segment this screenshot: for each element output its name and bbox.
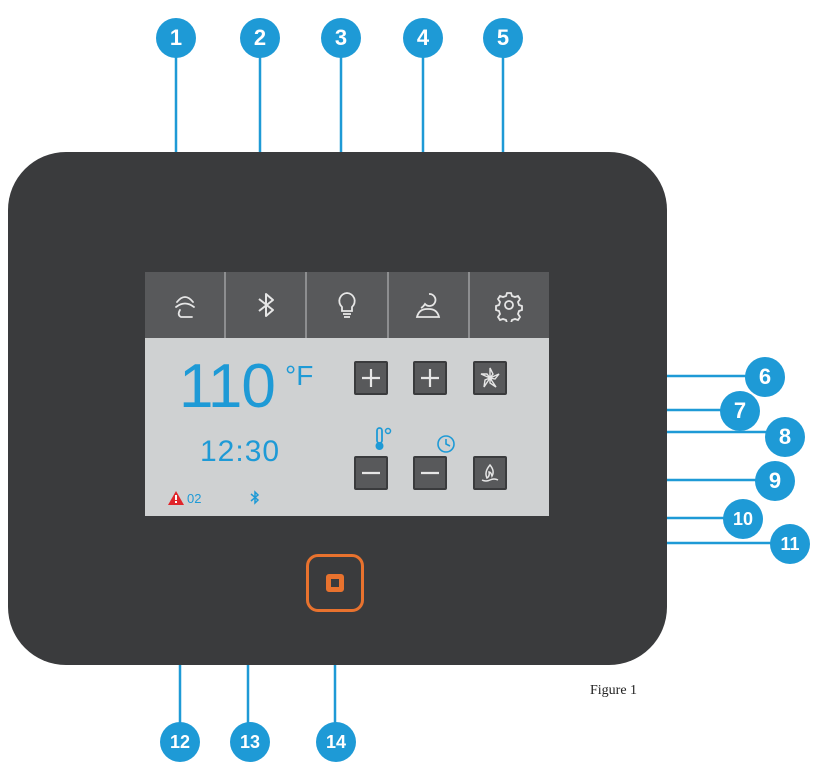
main-display: 110 °F 12:30 02 [145, 338, 549, 516]
minus-icon [421, 471, 439, 475]
warning-icon [168, 491, 184, 505]
clock-readout: 12:30 [200, 435, 281, 468]
tab-light[interactable] [307, 272, 389, 338]
fan-icon [480, 367, 500, 388]
callout-1: 1 [156, 18, 196, 58]
callout-10: 10 [723, 499, 763, 539]
time-down-button[interactable] [413, 456, 447, 490]
callout-5: 5 [483, 18, 523, 58]
temperature-down-button[interactable] [354, 456, 388, 490]
figure-caption: Figure 1 [590, 683, 638, 698]
gear-icon [495, 292, 524, 322]
callout-7: 7 [720, 391, 760, 431]
error-indicator: 02 [167, 490, 201, 506]
spa-icon [174, 296, 195, 318]
clock-icon [437, 435, 455, 453]
callout-14: 14 [316, 722, 356, 762]
power-icon [326, 574, 344, 592]
bluetooth-status-icon [250, 490, 260, 505]
top-menu-bar [145, 272, 549, 338]
fan-button[interactable] [473, 361, 507, 395]
heater-button[interactable] [473, 456, 507, 490]
tab-bluetooth[interactable] [226, 272, 308, 338]
callout-11: 11 [770, 524, 810, 564]
callout-3: 3 [321, 18, 361, 58]
callout-4: 4 [403, 18, 443, 58]
error-code: 02 [187, 490, 202, 506]
callout-13: 13 [230, 722, 270, 762]
time-up-button[interactable] [413, 361, 447, 395]
temperature-up-button[interactable] [354, 361, 388, 395]
callout-2: 2 [240, 18, 280, 58]
bluetooth-icon [258, 293, 274, 317]
heater-icon [481, 463, 499, 482]
user-icon [416, 293, 441, 318]
temperature-unit: °F [285, 360, 314, 391]
temperature-readout: 110 [179, 352, 276, 421]
power-button[interactable] [306, 554, 364, 612]
callout-8: 8 [765, 417, 805, 457]
callout-9: 9 [755, 461, 795, 501]
tab-user[interactable] [389, 272, 470, 338]
callout-6: 6 [745, 357, 785, 397]
plus-icon [421, 369, 439, 387]
callout-12: 12 [160, 722, 200, 762]
minus-icon [362, 471, 380, 475]
control-panel-device: 110 °F 12:30 02 [8, 152, 667, 665]
tab-settings[interactable] [470, 272, 549, 338]
plus-icon [362, 369, 380, 387]
tab-spa[interactable] [145, 272, 227, 338]
light-bulb-icon [338, 292, 356, 318]
thermometer-icon [375, 427, 392, 450]
